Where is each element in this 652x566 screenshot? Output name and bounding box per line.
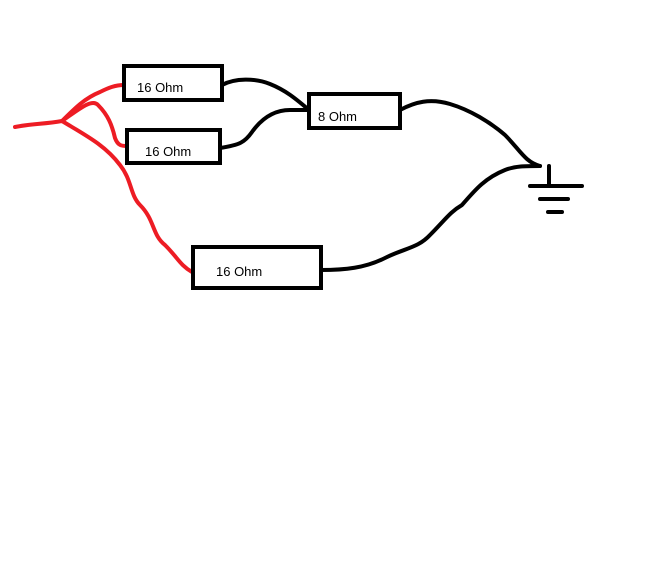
resistor-1: 16 Ohm (122, 64, 224, 102)
resistor-4-label: 16 Ohm (216, 264, 262, 279)
input-wire-to-resistor-4 (60, 119, 194, 274)
input-wire-trunk (13, 119, 64, 129)
output-wires (218, 77, 542, 272)
wire-r4-to-ground (319, 164, 542, 272)
ground-icon (528, 164, 584, 214)
resistor-3: 8 Ohm (307, 92, 402, 130)
resistor-2-label: 16 Ohm (145, 144, 191, 159)
resistor-3-label: 8 Ohm (318, 109, 357, 124)
resistor-2: 16 Ohm (125, 128, 222, 165)
input-wire-to-resistor-1 (60, 83, 126, 123)
input-wires (13, 83, 194, 274)
input-wire-to-resistor-2 (60, 101, 129, 148)
wire-r1-to-r3 (220, 77, 311, 112)
wire-r3-to-ground (398, 99, 542, 168)
resistor-4: 16 Ohm (191, 245, 323, 290)
resistor-1-label: 16 Ohm (137, 80, 183, 95)
wire-r2-to-r3 (218, 108, 311, 150)
